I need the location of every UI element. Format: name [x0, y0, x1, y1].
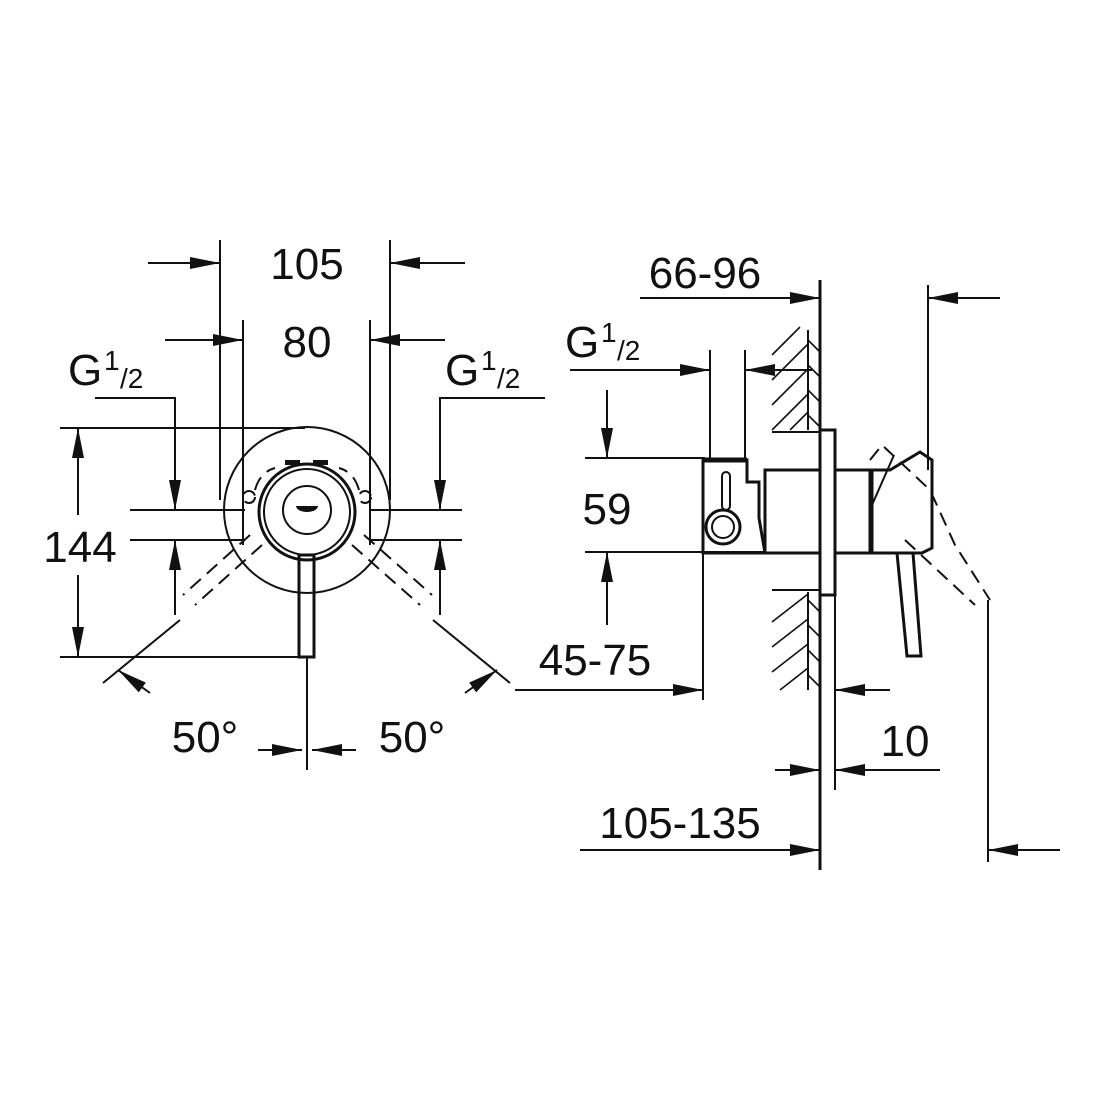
mixer-side — [701, 428, 991, 658]
thread-num: 1 — [481, 345, 497, 376]
thread-label-right: G 1 /2 — [445, 345, 520, 395]
angle-left-label: 50° — [172, 713, 239, 762]
dim-66-96-label: 66-96 — [649, 249, 762, 298]
thread-label-left: G 1 /2 — [68, 345, 143, 395]
dim-105-135-label: 105-135 — [599, 799, 760, 848]
thread-den: /2 — [617, 335, 640, 366]
thread-den: /2 — [120, 363, 143, 394]
front-view: 105 80 144 G 1 /2 G 1 /2 50° 50° — [38, 240, 545, 770]
thread-label-side: G 1 /2 — [565, 317, 640, 367]
thread-g: G — [445, 346, 479, 395]
mixer-front — [182, 426, 433, 659]
dim-80-label: 80 — [283, 318, 332, 367]
angle-right-label: 50° — [379, 713, 446, 762]
dim-105-label: 105 — [270, 240, 343, 289]
dim-10-label: 10 — [881, 717, 930, 766]
thread-num: 1 — [601, 317, 617, 348]
side-view: 66-96 G 1 /2 59 45-75 10 105-135 — [515, 249, 1060, 870]
thread-g: G — [565, 318, 599, 367]
dim-59-label: 59 — [583, 485, 632, 534]
thread-den: /2 — [497, 363, 520, 394]
dim-45-75-label: 45-75 — [539, 636, 652, 685]
thread-num: 1 — [104, 345, 120, 376]
dim-144-label: 144 — [43, 523, 116, 572]
side-dimension-lines — [515, 285, 1060, 862]
thread-g: G — [68, 346, 102, 395]
front-dimension-lines — [60, 240, 545, 770]
wall-section — [771, 280, 822, 870]
